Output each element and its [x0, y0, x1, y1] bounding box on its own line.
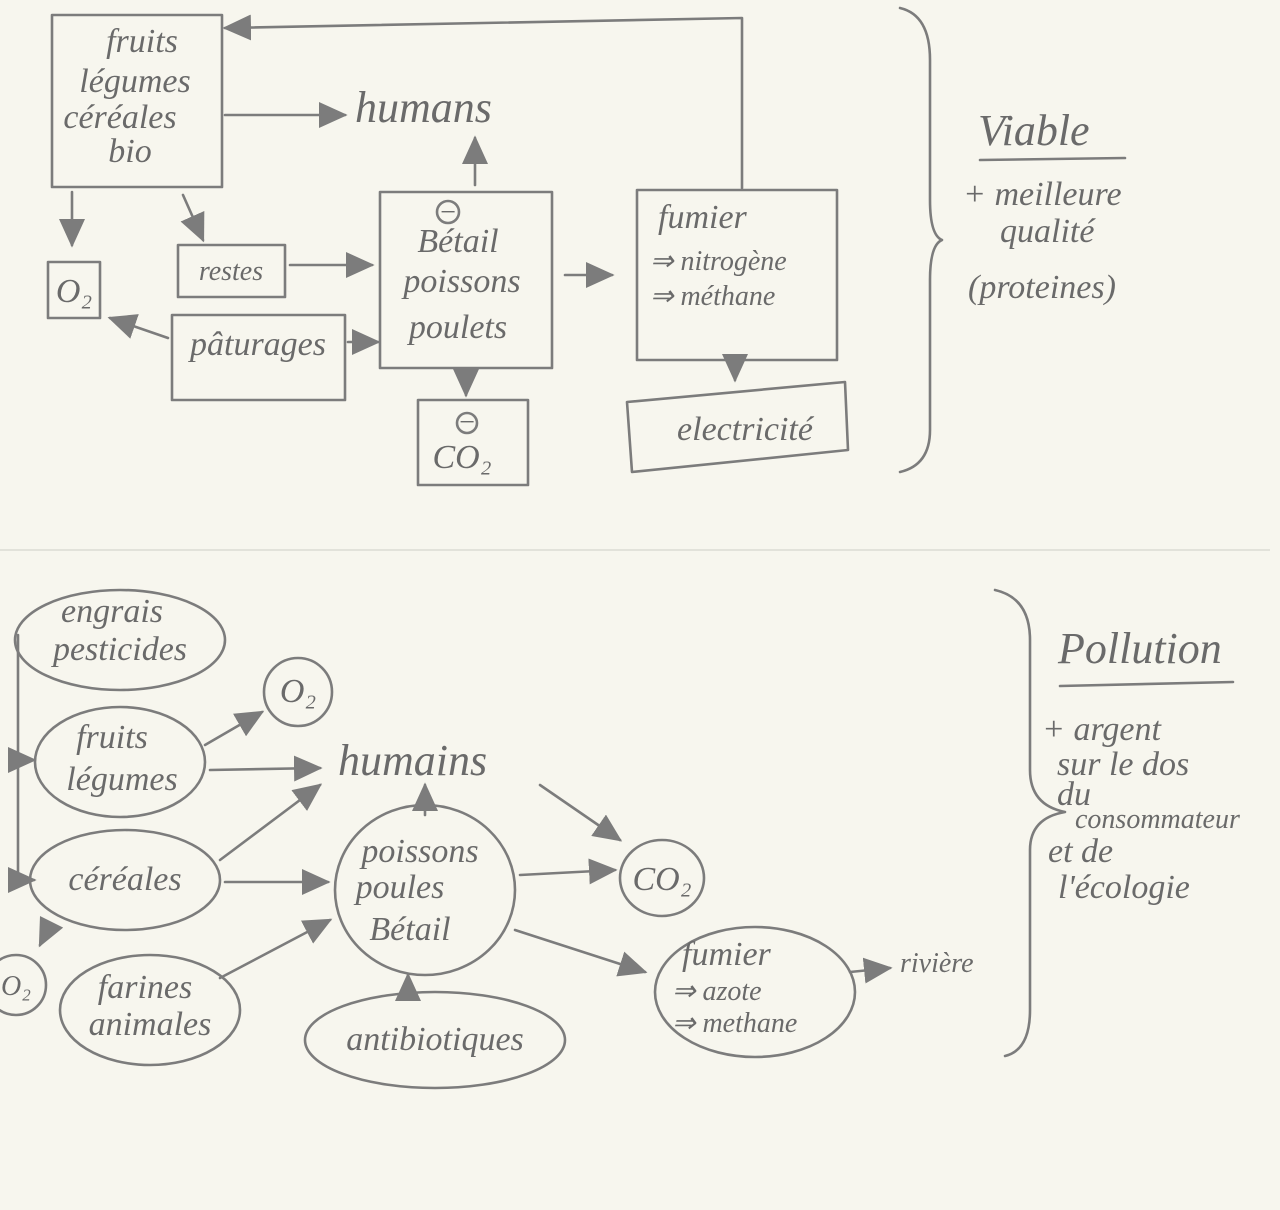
o2-box: O₂ [46, 260, 102, 320]
arrow-livestock-manure [513, 928, 648, 977]
river-label: rivière [900, 948, 974, 979]
crops-line-1: fruits [106, 23, 178, 60]
verdict-note-3: (proteines) [968, 269, 1116, 306]
arrow-fruits-o2 [203, 710, 265, 747]
paturages-label: pâturages [188, 326, 326, 363]
crops-line-3: céréales [63, 99, 176, 136]
verdict-title: Pollution [1057, 624, 1222, 673]
fruits-ellipse: fruits légumes [33, 705, 207, 819]
minus-icon [455, 411, 479, 435]
manure-box: fumier ⇒ nitrogène ⇒ méthane [635, 188, 839, 362]
verdict-note-1: + meilleure [963, 176, 1122, 213]
verdict-underline [1058, 680, 1235, 688]
co2-label: CO₂ [632, 861, 691, 898]
verdict-note-2: sur le dos [1057, 746, 1189, 783]
livestock-line-2: poissons [401, 263, 520, 300]
livestock-line-3: poulets [407, 309, 507, 346]
organic-crops-box: fruits légumes céréales bio [50, 13, 224, 189]
manure-line-1: fumier [682, 936, 772, 973]
arrow-cereales-humains [218, 783, 323, 862]
verdict-note-3: du [1057, 776, 1091, 813]
livestock-line-1: poissons [359, 833, 478, 870]
arrow-paturages-o2 [107, 314, 170, 340]
brace [993, 588, 1067, 1058]
restes-box: restes [176, 243, 287, 299]
o2-circle-top: O₂ [262, 656, 334, 728]
livestock-box: − Bétail poissons poulets [378, 190, 554, 370]
livestock-line-2: poules [354, 869, 445, 906]
verdict-note-2: qualité [1000, 213, 1096, 250]
electricity-box: electricité [625, 380, 850, 474]
paturages-box: pâturages [170, 313, 347, 402]
verdict-title: Viable [978, 106, 1090, 155]
cereales-label: céréales [68, 861, 181, 898]
co2-circle: CO₂ [618, 838, 706, 918]
minus-sign: − [458, 407, 477, 438]
arrow-farines-livestock [218, 918, 333, 980]
o2-label: O₂ [1, 971, 31, 1002]
fruits-line-1: fruits [76, 719, 148, 756]
verdict-note-4: consommateur [1075, 804, 1240, 835]
livestock-ellipse: poissons poules Bétail [333, 803, 517, 977]
arrow-manure-river [848, 957, 893, 984]
livestock-line-3: Bétail [369, 911, 450, 948]
farines-line-1: farines [98, 969, 192, 1006]
co2-box: − CO₂ [416, 398, 530, 487]
farines-line-2: animales [89, 1006, 212, 1043]
fruits-line-2: légumes [66, 761, 177, 798]
verdict-note-1: + argent [1042, 711, 1163, 748]
manure-line-1: fumier [658, 199, 748, 236]
arrow-cereales-o2 [38, 915, 64, 948]
arrow-fruits-humains [208, 755, 323, 782]
antibiotics-label: antibiotiques [346, 1021, 524, 1058]
manure-line-2: ⇒ nitrogène [650, 246, 787, 277]
restes-label: restes [199, 256, 263, 287]
o2-label: O₂ [56, 273, 92, 310]
farines-ellipse: farines animales [58, 953, 242, 1067]
arrow-humains-co2 [538, 783, 623, 842]
cereales-ellipse: céréales [28, 828, 222, 932]
inputs-line-1: engrais [61, 593, 163, 630]
verdict-underline [978, 156, 1127, 162]
verdict-note-6: l'écologie [1058, 869, 1190, 906]
minus-sign: − [439, 197, 458, 228]
pollution-diagram: engrais pesticides O₂ fruits légumes hum… [0, 588, 1240, 1090]
o2-circle-bottom: O₂ [0, 953, 48, 1017]
inputs-line-2: pesticides [51, 631, 187, 668]
verdict-note-5: et de [1048, 833, 1113, 870]
humans-label: humans [355, 83, 492, 132]
livestock-line-1: Bétail [417, 223, 498, 260]
manure-line-3: ⇒ méthane [650, 281, 775, 312]
humains-label: humains [338, 736, 487, 785]
viable-diagram: fruits légumes céréales bio humans O₂ re… [46, 6, 1127, 487]
arrow-livestock-co2 [518, 858, 618, 885]
co2-label: CO₂ [432, 439, 491, 476]
crops-line-4: bio [108, 133, 151, 170]
manure-line-3: ⇒ methane [672, 1008, 797, 1039]
antibiotics-ellipse: antibiotiques [303, 990, 567, 1090]
manure-ellipse: fumier ⇒ azote ⇒ methane [653, 925, 857, 1059]
brace [898, 6, 944, 474]
minus-icon [435, 199, 461, 225]
crops-line-2: légumes [79, 63, 190, 100]
o2-label: O₂ [280, 673, 316, 710]
electricity-label: electricité [677, 411, 815, 448]
inputs-ellipse: engrais pesticides [13, 588, 227, 692]
arrow-manure-crops [222, 14, 744, 190]
arrow-crops-restes [180, 193, 205, 243]
manure-line-2: ⇒ azote [672, 976, 762, 1007]
